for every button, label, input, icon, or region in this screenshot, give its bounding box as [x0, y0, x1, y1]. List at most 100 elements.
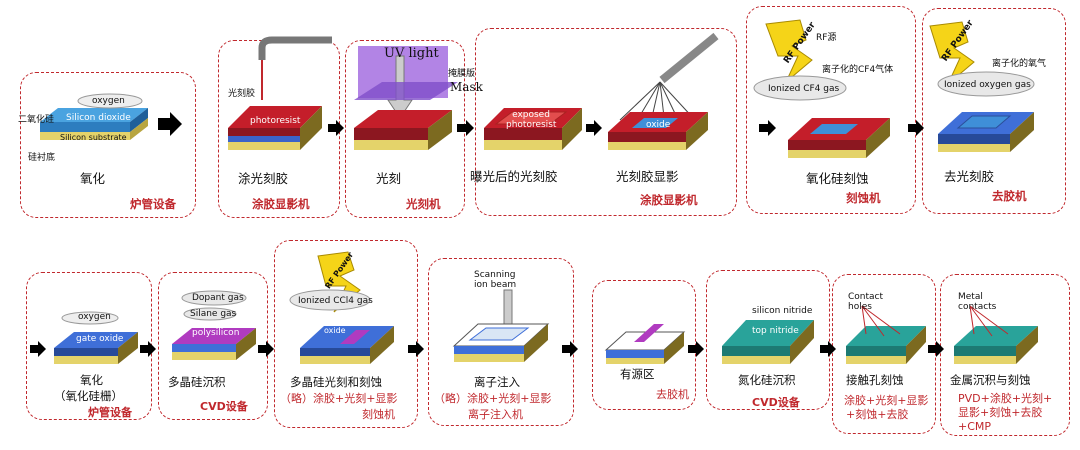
- equip-develop: 涂胶显影机: [640, 193, 698, 207]
- step-gateox-1: 氧化: [80, 373, 103, 387]
- equip-contact-2: +刻蚀+去胶: [846, 408, 909, 421]
- tag-contact-holes: Contact holes: [848, 292, 884, 312]
- step-oxidation: 氧化: [80, 171, 106, 186]
- box-strip: [922, 8, 1066, 214]
- label-cf4-gas: 离子化的CF4气体: [822, 65, 894, 75]
- box-contact: [832, 274, 936, 434]
- metal-illustration: [954, 305, 1038, 364]
- tag-oxygen: oxygen: [92, 96, 125, 106]
- equip-coat: 涂胶显影机: [252, 197, 310, 211]
- equip-gateox: 炉管设备: [88, 406, 132, 419]
- equip-metal-3: +CMP: [958, 420, 992, 433]
- arrow-4: [586, 120, 602, 136]
- implant-illustration: [452, 289, 550, 362]
- step-metal: 金属沉积与刻蚀: [950, 373, 1031, 387]
- tag-top-nitride: top nitride: [752, 326, 799, 336]
- tag-cf4-gas: Ionized CF4 gas: [768, 84, 840, 94]
- equip-litho: 光刻机: [406, 197, 441, 211]
- arrow-2: [328, 120, 344, 136]
- label-oxygen-gas: 离子化的氧气: [992, 59, 1047, 69]
- box-develop: [475, 28, 737, 216]
- step-strip: 去光刻胶: [944, 169, 995, 184]
- box-implant: [428, 258, 574, 426]
- equip-implant-2: 离子注入机: [468, 408, 523, 421]
- step-implant: 离子注入: [474, 375, 520, 389]
- develop-illustration: [484, 32, 719, 150]
- step-exposed: 曝光后的光刻胶: [470, 169, 558, 184]
- step-contact: 接触孔刻蚀: [846, 373, 904, 387]
- arrow-r2-1: [140, 341, 156, 357]
- step-nitride: 氮化硅沉积: [738, 373, 796, 387]
- label-mask-en: Mask: [450, 80, 483, 94]
- arrow-r2-6: [820, 341, 836, 357]
- tag-polysilicon: polysilicon: [192, 328, 240, 338]
- label-substrate: 硅衬底: [28, 153, 56, 163]
- arrow-1: [158, 112, 182, 136]
- nitride-illustration: [722, 320, 814, 364]
- equip-strip: 去胶机: [992, 189, 1027, 203]
- box-nitride: [706, 270, 830, 410]
- contact-illustration: [846, 305, 926, 364]
- equip-contact-1: 涂胶+光刻+显影: [844, 394, 929, 407]
- step-develop: 光刻胶显影: [616, 169, 679, 184]
- step-poly: 多晶硅沉积: [168, 375, 226, 389]
- tag-etch-oxide: oxide: [838, 106, 863, 116]
- litho-illustration: [354, 46, 458, 150]
- tag-oxygen-gas: Ionized oxygen gas: [944, 80, 1031, 90]
- tag-silane: Silane gas: [190, 309, 237, 319]
- tag-photoresist: photoresist: [250, 116, 301, 126]
- tag-substrate: Silicon substrate: [60, 133, 127, 142]
- poly-illustration: [172, 290, 256, 360]
- step-litho: 光刻: [376, 171, 402, 186]
- equip-active: 去胶机: [656, 388, 689, 401]
- strip-illustration: [929, 21, 1035, 152]
- tag-gate-oxide: gate oxide: [76, 334, 124, 344]
- label-mask-cn: 掩膜版: [448, 69, 476, 79]
- arrow-r2-7: [928, 341, 944, 357]
- tag-gate-oxygen: oxygen: [78, 312, 111, 322]
- step-gateox-2: （氧化硅栅）: [54, 389, 123, 403]
- box-polyetch: [274, 240, 418, 428]
- tag-exposed: exposed photoresist: [506, 110, 557, 130]
- tag-ccl4: Ionized CCl4 gas: [298, 296, 373, 306]
- box-metal: [940, 274, 1070, 436]
- equip-polyetch-1: （略）涂胶+光刻+显影: [280, 392, 398, 405]
- tag-silicon-nitride: silicon nitride: [752, 306, 813, 316]
- equip-etch: 刻蚀机: [846, 191, 881, 205]
- oxidation-illustration: [40, 93, 148, 140]
- equip-implant-1: （略）涂胶+光刻+显影: [434, 392, 552, 405]
- label-photoresist: 光刻胶: [228, 89, 256, 99]
- gateox-illustration: [54, 311, 138, 364]
- arrow-r2-3: [408, 341, 424, 357]
- tag-sio2: Silicon dioxide: [66, 113, 131, 123]
- coat-illustration: [228, 36, 332, 150]
- label-sio2: 二氧化硅: [18, 115, 55, 125]
- step-etch: 氧化硅刻蚀: [806, 171, 869, 186]
- equip-nitride: CVD设备: [752, 396, 800, 409]
- tag-uv-light: UV light: [384, 46, 439, 61]
- etch-illustration: [753, 19, 890, 158]
- active-illustration: [604, 324, 686, 364]
- equip-oxidation: 炉管设备: [130, 197, 176, 211]
- equip-metal-2: 显影+刻蚀+去胶: [958, 406, 1043, 419]
- label-rf-source: RF源: [816, 33, 837, 43]
- arrow-r2-0: [30, 341, 46, 357]
- step-polyetch: 多晶硅光刻和刻蚀: [290, 375, 382, 389]
- arrow-r2-4: [562, 341, 578, 357]
- tag-develop-oxide: oxide: [646, 120, 671, 130]
- box-oxidation: [20, 72, 196, 218]
- tag-strip-oxide: oxide: [966, 100, 991, 110]
- arrow-3: [457, 120, 474, 136]
- equip-polyetch-2: 刻蚀机: [362, 408, 395, 421]
- arrow-r2-5: [688, 341, 704, 357]
- tag-metal-contacts: Metal contacts: [958, 292, 997, 312]
- equip-metal-1: PVD+涂胶+光刻+: [958, 392, 1053, 405]
- polyetch-illustration: [289, 251, 394, 364]
- tag-etch-photoresist: photoresist: [842, 96, 893, 106]
- step-active: 有源区: [620, 367, 655, 381]
- tag-ion-beam: Scanning ion beam: [474, 270, 517, 290]
- arrow-r2-2: [258, 341, 274, 357]
- arrow-5: [759, 120, 776, 136]
- arrow-6: [908, 120, 924, 136]
